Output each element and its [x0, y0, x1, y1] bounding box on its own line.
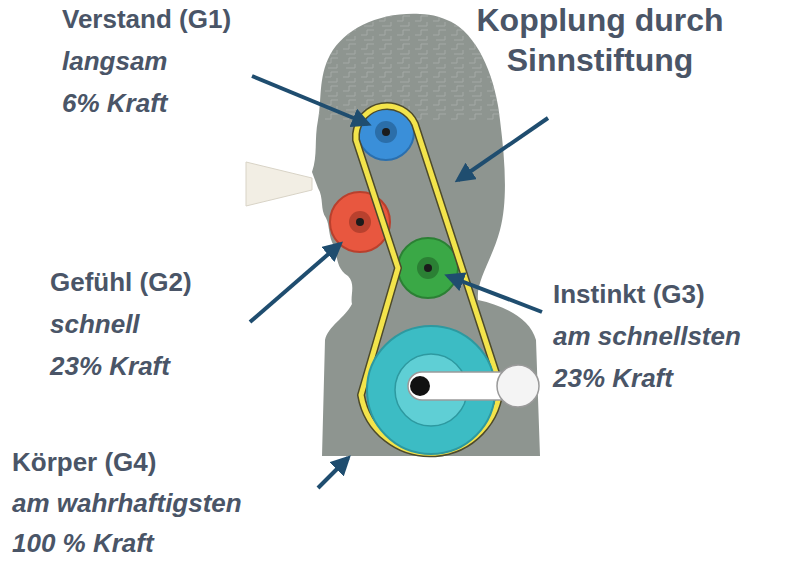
speed-note: schnell [50, 308, 140, 340]
leader-arrow [252, 76, 368, 124]
gear-label: Gefühl (G2) [50, 266, 192, 298]
coupling-belt [356, 106, 500, 453]
speed-note: am schnellsten [553, 320, 741, 352]
force-note: 23% Kraft [553, 362, 673, 394]
crank-handle [408, 365, 539, 407]
leader-arrow [250, 244, 340, 322]
head-silhouette [312, 14, 540, 456]
leader-arrow [458, 118, 548, 180]
gear-label: Körper (G4) [12, 446, 156, 478]
leader-arrow [318, 458, 348, 488]
belt-label: Kopplung durch Sinnstiftung [455, 0, 745, 80]
view-cone [246, 162, 312, 206]
gear-label: Instinkt (G3) [553, 278, 705, 310]
speed-note: langsam [62, 45, 168, 77]
force-note: 100 % Kraft [12, 527, 154, 559]
gear-label: Verstand (G1) [62, 3, 231, 35]
leader-arrow [448, 276, 542, 312]
coupling-belt-inner [356, 106, 500, 453]
force-note: 23% Kraft [50, 350, 170, 382]
brain-texture [318, 14, 500, 120]
force-note: 6% Kraft [62, 87, 167, 119]
speed-note: am wahrhaftigsten [12, 487, 242, 519]
gear-g3 [398, 238, 458, 298]
